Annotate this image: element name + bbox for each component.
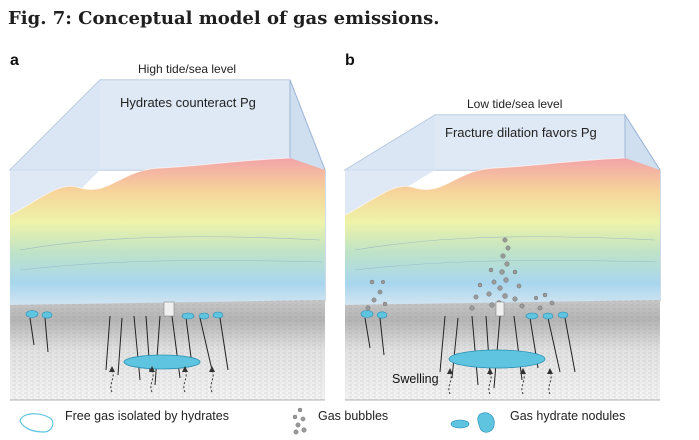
panel-a-seafloor bbox=[10, 158, 325, 311]
panel-a-free-gas bbox=[123, 354, 201, 370]
panel-a-fractures bbox=[29, 315, 229, 386]
legend-free-gas-label: Free gas isolated by hydrates bbox=[65, 409, 229, 423]
panel-b-free-gas bbox=[448, 349, 546, 369]
panel-a-diagram bbox=[8, 79, 326, 401]
free-gas-outline-icon bbox=[19, 413, 54, 433]
legend-gas-bubbles-label: Gas bubbles bbox=[318, 409, 389, 423]
panel-a-box-label: Hydrates counteract Pg bbox=[120, 95, 256, 110]
hydrate-nodules-icon bbox=[450, 412, 495, 433]
panel-b-water-back bbox=[435, 115, 625, 170]
panel-b-caption: Low tide/sea level bbox=[467, 97, 563, 111]
panel-a-vent bbox=[163, 301, 175, 317]
panel-a-letter: a bbox=[10, 52, 19, 69]
panel-a-hydrate-nodules bbox=[25, 310, 224, 320]
panel-b-diagram bbox=[343, 113, 661, 401]
gas-bubbles-icon bbox=[292, 407, 307, 435]
swelling-label: Swelling bbox=[392, 372, 439, 386]
panel-b-hydrate-nodules bbox=[360, 310, 569, 320]
panel-b-letter: b bbox=[345, 52, 355, 69]
panel-a-caption: High tide/sea level bbox=[138, 62, 237, 76]
panel-a-water-back bbox=[100, 80, 290, 170]
panel-b-vent bbox=[495, 301, 505, 317]
legend-hydrate-nodules-label: Gas hydrate nodules bbox=[510, 409, 626, 423]
panel-b-box-label: Fracture dilation favors Pg bbox=[445, 125, 597, 140]
panel-b-seafloor bbox=[345, 158, 660, 311]
figure-title: Fig. 7: Conceptual model of gas emission… bbox=[8, 8, 440, 29]
panel-b-fractures bbox=[364, 315, 576, 389]
panel-b-water-left bbox=[345, 115, 435, 225]
